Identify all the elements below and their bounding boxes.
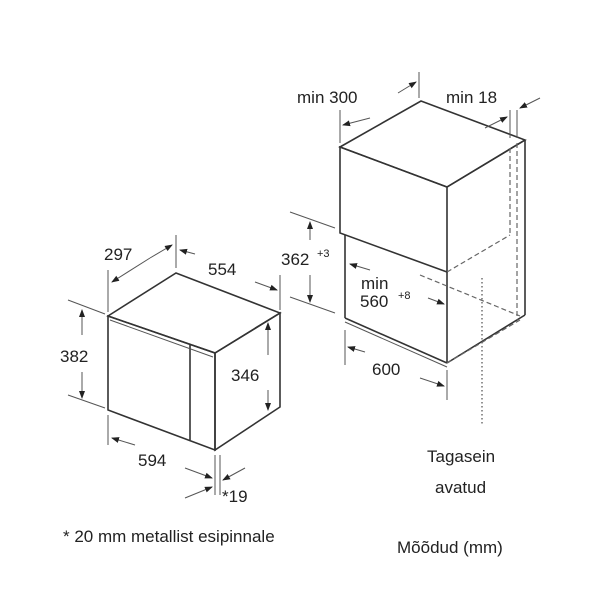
dim-appliance-inner-height: 346: [231, 366, 259, 385]
appliance-drawing: [67, 235, 282, 499]
back-wall-label-line1: Tagasein: [427, 447, 495, 466]
cabinet-drawing: [289, 72, 541, 425]
dim-niche-width-min-label: min: [361, 274, 388, 293]
cabinet-upper-front: [339, 145, 448, 274]
dim-niche-depth-min: min 300: [297, 88, 357, 107]
dim-panel-thickness: *19: [222, 487, 248, 506]
dim-side-min: min 18: [446, 88, 497, 107]
footnote: * 20 mm metallist esipinnale: [63, 527, 275, 546]
dim-niche-height-tolerance: +3: [317, 248, 330, 260]
dim-cabinet-width: 600: [372, 360, 400, 379]
dim-appliance-height: 382: [60, 347, 88, 366]
appliance-side-face: [214, 311, 281, 452]
appliance-top-face: [106, 272, 282, 354]
dim-appliance-depth: 297: [104, 245, 132, 264]
units-note: Mõõdud (mm): [397, 538, 503, 557]
appliance-front-face: [107, 314, 216, 452]
dim-appliance-width-front: 594: [138, 451, 166, 470]
dim-niche-height: 362: [281, 250, 309, 269]
dim-niche-width-min: 560: [360, 292, 388, 311]
dim-niche-width-tolerance: +8: [398, 290, 411, 302]
cabinet-top-face: [338, 100, 527, 188]
dim-appliance-width-top: 554: [208, 260, 236, 279]
back-wall-label-line2: avatud: [435, 478, 486, 497]
